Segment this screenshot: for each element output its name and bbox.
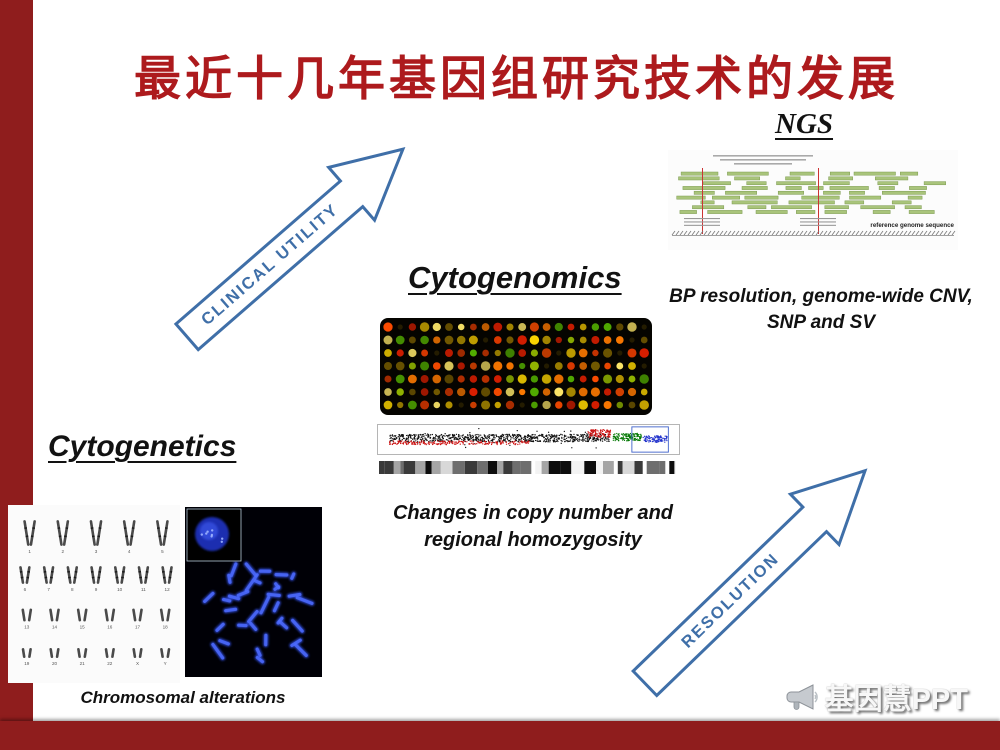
svg-text:3: 3 [95,549,98,554]
svg-text:22: 22 [107,661,113,666]
svg-text:10: 10 [117,587,123,592]
svg-text:21: 21 [80,661,86,666]
svg-text:5: 5 [161,549,164,554]
svg-text:18: 18 [163,625,169,630]
bottom-accent-bar [0,721,1000,750]
ngs-caption: BP resolution, genome-wide CNV, SNP and … [669,286,973,333]
svg-text:15: 15 [80,625,86,630]
clinical-utility-label: CLINICAL UTILITY [197,199,342,329]
svg-text:12: 12 [165,587,171,592]
svg-text:19: 19 [24,661,30,666]
cytogenomics-heading: Cytogenomics [408,260,622,295]
svg-text:9: 9 [95,587,98,592]
svg-text:11: 11 [141,587,146,592]
copy-number-plot [377,424,680,455]
watermark: 基因慧PPT [782,676,968,718]
clinical-utility-arrow: CLINICAL UTILITY [161,119,430,367]
svg-text:16: 16 [107,625,113,630]
fish-microscopy-image [185,507,322,677]
microarray-image [380,318,652,415]
ngs-heading: NGS [775,108,834,140]
cytogenetics-caption: Chromosomal alterations [80,688,286,707]
chromosome-ideogram [377,457,680,479]
svg-text:Y: Y [164,661,167,666]
reference-genome-label: reference genome sequence [870,222,954,229]
block-arrow-icon [631,468,868,698]
svg-text:1: 1 [28,549,31,554]
svg-text:8: 8 [71,587,74,592]
svg-text:2: 2 [62,549,65,554]
megaphone-icon [786,684,818,710]
svg-text:7: 7 [47,587,50,592]
block-arrow-icon [173,147,406,352]
slide-title: 最近十几年基因组研究技术的发展 [134,52,899,107]
svg-text:20: 20 [52,661,58,666]
watermark-text: 基因慧PPT [824,684,968,716]
resolution-arrow: RESOLUTION [617,442,893,712]
cytogenomics-caption: Changes in copy number and regional homo… [392,502,674,551]
svg-text:13: 13 [24,625,30,630]
cytogenetics-heading: Cytogenetics [48,430,237,463]
svg-text:14: 14 [52,625,58,630]
svg-text:6: 6 [24,587,27,592]
ngs-alignment-figure: reference genome sequence [668,150,958,250]
svg-text:4: 4 [128,549,131,554]
svg-text:17: 17 [135,625,141,630]
svg-text:X: X [136,661,139,666]
